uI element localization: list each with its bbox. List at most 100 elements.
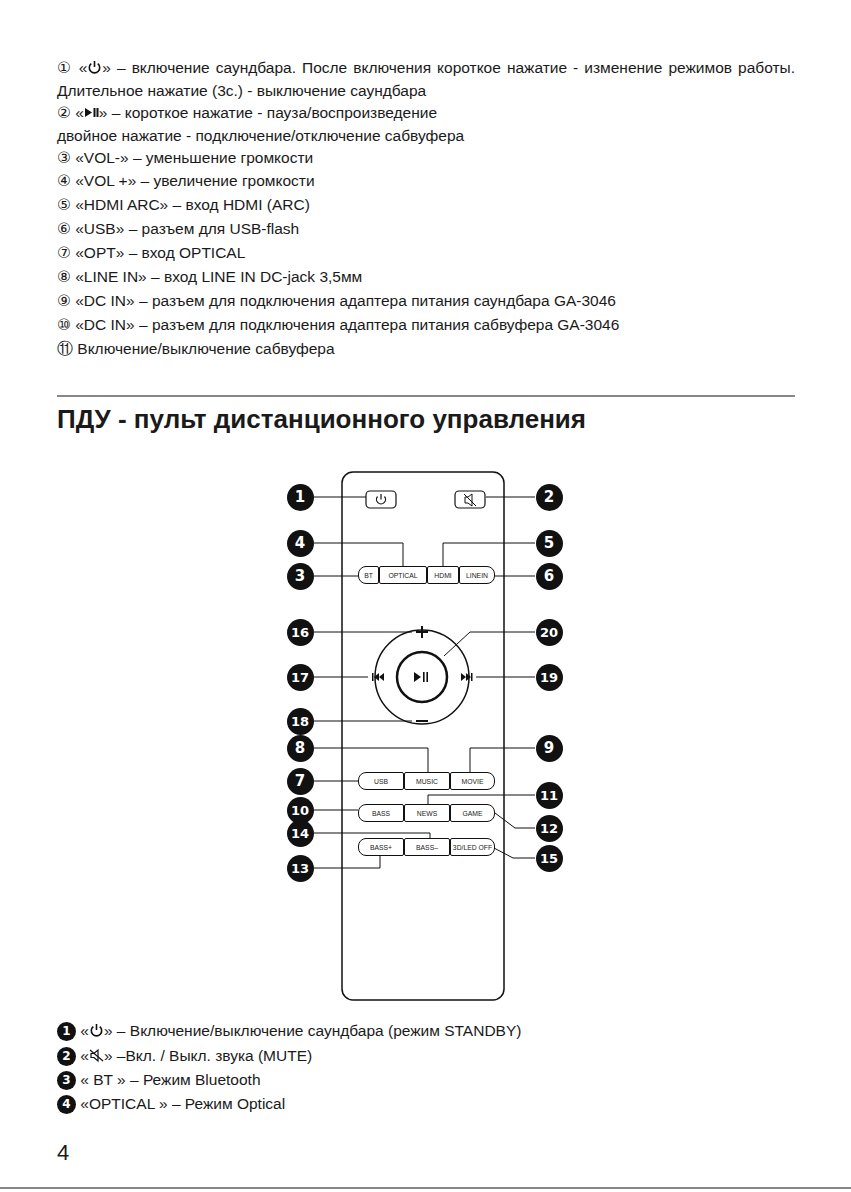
text-line: 4 «OPTICAL » – Режим Optical	[57, 1093, 795, 1116]
callout-number: 1	[57, 1022, 76, 1041]
text-line: ⑤ «HDMI ARC» – вход HDMI (ARC)	[57, 194, 795, 217]
callout-number: 2	[57, 1047, 76, 1066]
text-line: ③ «VOL-» – уменьшение громкости	[57, 147, 795, 170]
callout-number: 3	[287, 563, 314, 590]
button-label: LINEIN	[466, 572, 488, 579]
play-icon	[84, 105, 99, 120]
button-label: MUSIC	[416, 778, 438, 785]
item-text: «	[79, 59, 88, 76]
callout-number: 9	[536, 735, 563, 762]
item-text: «OPTICAL » – Режим Optical	[80, 1095, 285, 1112]
item-text: «LINE IN» – вход LINE IN DC-jack 3,5мм	[75, 268, 362, 285]
item-marker: ⑩	[57, 316, 71, 333]
item-text: » – Включение/выключение саундбара (режи…	[104, 1022, 522, 1039]
button-label: BT	[364, 572, 373, 579]
callout-number: 18	[287, 708, 314, 735]
text-line: двойное нажатие - подключение/отключение…	[57, 125, 795, 148]
item-text: » – включение саундбара. После включения…	[57, 59, 795, 99]
separator-rule	[57, 396, 795, 397]
text-line: ⑪ Включение/выключение сабвуфера	[57, 338, 795, 361]
text-line: ⑩ «DC IN» – разъем для подключения адапт…	[57, 314, 795, 337]
button-label: USB	[374, 778, 388, 785]
power-button	[366, 491, 396, 508]
play-pause-button	[397, 652, 447, 702]
callout-number: 19	[536, 664, 563, 691]
power-icon	[377, 494, 386, 504]
text-line: ⑨ «DC IN» – разъем для подключения адапт…	[57, 290, 795, 313]
callout-number: 14	[287, 820, 314, 847]
item-text: «HDMI ARC» – вход HDMI (ARC)	[75, 196, 310, 213]
remote-button: OPTICAL	[379, 566, 427, 584]
remote-button: NEWS	[404, 804, 450, 822]
item-marker: ⑧	[57, 268, 71, 285]
text-line: ⑦ «OPT» – вход OPTICAL	[57, 242, 795, 265]
button-label: MOVIE	[462, 778, 484, 785]
callout-number: 16	[287, 619, 314, 646]
item-text: «USB» – разъем для USB-flash	[75, 220, 299, 237]
remote-button: 3D/LED OFF	[450, 838, 495, 856]
mute-icon	[89, 1048, 104, 1063]
text-line: 1 « » – Включение/выключение саундбара (р…	[57, 1020, 795, 1043]
bottom-rule	[0, 1188, 851, 1189]
item-text: «	[80, 1047, 89, 1064]
callout-number: 6	[536, 563, 563, 590]
button-label: 3D/LED OFF	[453, 844, 492, 851]
mute-button	[455, 491, 485, 508]
text-line: ④ «VOL +» – увеличение громкости	[57, 170, 795, 193]
callout-number: 5	[536, 530, 563, 557]
item-text: «OPT» – вход OPTICAL	[75, 244, 245, 261]
item-text: «	[75, 104, 84, 121]
remote-button: BASS+	[358, 838, 404, 856]
volume-up-sign	[416, 626, 428, 638]
remote-button: LINEIN	[459, 566, 495, 584]
remote-button: MUSIC	[404, 772, 450, 790]
text-line: ② « » – короткое нажатие - пауза/воспроиз…	[57, 102, 795, 125]
remote-button: USB	[358, 772, 404, 790]
button-label: HDMI	[434, 572, 451, 579]
item-marker: ②	[57, 104, 71, 121]
callout-number: 4	[287, 530, 314, 557]
item-text: «VOL-» – уменьшение громкости	[75, 149, 313, 166]
text-line: 2 « » –Вкл. / Выкл. звука (MUTE)	[57, 1045, 795, 1068]
text-line: 3 « BT » – Режим Bluetooth	[57, 1069, 795, 1092]
item-text: «VOL +» – увеличение громкости	[75, 172, 314, 189]
button-label: OPTICAL	[388, 572, 417, 579]
item-text: « BT » – Режим Bluetooth	[80, 1071, 260, 1088]
item-marker: ⑥	[57, 220, 71, 237]
callout-number: 17	[287, 664, 314, 691]
callout-number: 15	[536, 845, 563, 872]
item-text: «	[80, 1022, 89, 1039]
callout-number: 7	[287, 768, 314, 795]
item-marker: ④	[57, 172, 71, 189]
callout-number: 11	[536, 782, 563, 809]
item-text: двойное нажатие - подключение/отключение…	[57, 127, 464, 144]
page-number: 4	[57, 1140, 69, 1166]
text-line: ⑧ «LINE IN» – вход LINE IN DC-jack 3,5мм	[57, 266, 795, 289]
leader-lines	[314, 497, 535, 868]
power-icon	[89, 1023, 104, 1038]
callout-number: 20	[536, 619, 563, 646]
section-heading: ПДУ - пульт дистанционного управления	[57, 404, 586, 435]
item-marker: ⑨	[57, 292, 71, 309]
item-text: Включение/выключение сабвуфера	[77, 340, 334, 357]
next-icon	[461, 673, 473, 681]
callout-number: 13	[287, 855, 314, 882]
mute-icon	[464, 494, 476, 506]
volume-down-sign	[416, 720, 428, 722]
button-label: NEWS	[417, 810, 437, 817]
callout-number: 1	[287, 484, 314, 511]
item-marker: ⑦	[57, 244, 71, 261]
navigation-ring	[375, 630, 469, 724]
remote-button: HDMI	[427, 566, 459, 584]
button-label: BASS+	[370, 844, 392, 851]
callout-number: 12	[536, 815, 563, 842]
power-icon	[87, 60, 102, 75]
item-text: «DC IN» – разъем для подключения адаптер…	[75, 292, 616, 309]
item-marker: ⑪	[57, 340, 73, 357]
button-label: BASS	[372, 810, 390, 817]
remote-body	[342, 472, 504, 1000]
button-label: BASS–	[416, 844, 438, 851]
item-text: » –Вкл. / Выкл. звука (MUTE)	[104, 1047, 312, 1064]
item-text: » – короткое нажатие - пауза/воспроизвед…	[99, 104, 437, 121]
item-marker: ③	[57, 149, 71, 166]
